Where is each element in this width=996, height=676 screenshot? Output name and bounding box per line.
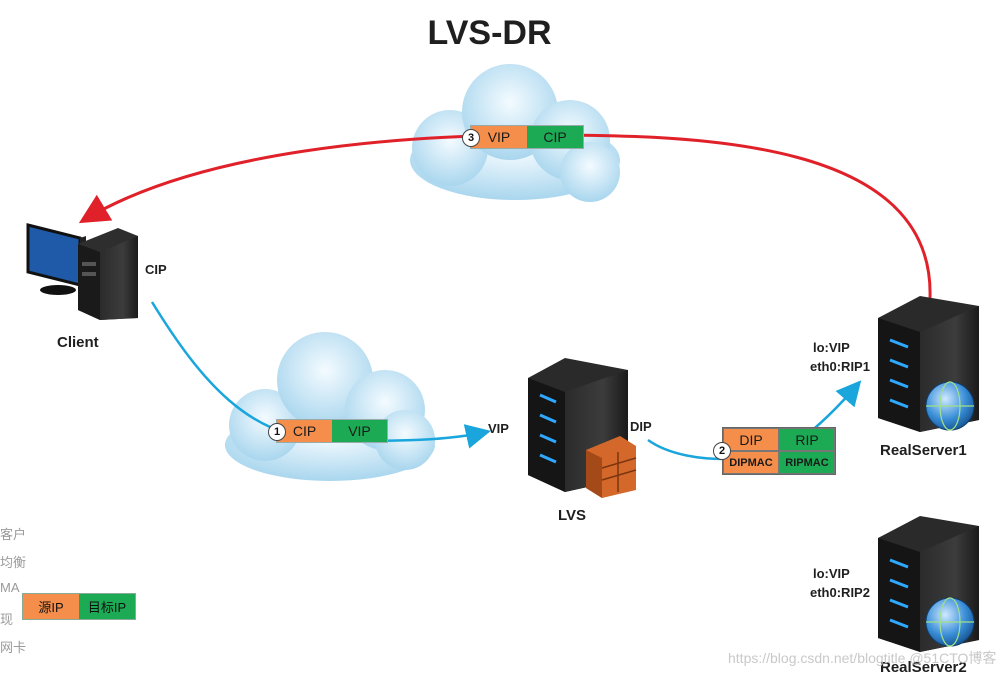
- client-label: Client: [57, 334, 99, 351]
- edge-text-4: 现: [0, 612, 14, 627]
- packet-1-dst: VIP: [332, 420, 387, 442]
- step-3-badge: 3: [462, 129, 480, 147]
- packet-3-src: VIP: [471, 126, 527, 148]
- packet-2-dst: RIP: [779, 428, 835, 451]
- client-ip-label: CIP: [145, 262, 167, 277]
- legend-dst: 目标IP: [79, 594, 135, 619]
- lvs-vip-label: VIP: [488, 421, 509, 436]
- packet-2-src: DIP: [723, 428, 779, 451]
- lvs-label: LVS: [558, 507, 587, 524]
- packet-3: VIP CIP: [470, 125, 584, 149]
- firewall-icon: [586, 436, 637, 498]
- legend: 源IP 目标IP: [22, 593, 136, 620]
- page-title: LVS-DR: [427, 14, 552, 52]
- realserver1-icon: [878, 296, 979, 432]
- rs1-lo-label: lo:VIP: [813, 340, 850, 355]
- edge-text-5: 网卡: [0, 640, 27, 655]
- packet-1-src: CIP: [277, 420, 332, 442]
- realserver2-label: RealServer2: [880, 659, 967, 676]
- edge-text-1: 客户: [0, 527, 27, 542]
- packet-2-dst-mac: RIPMAC: [779, 451, 835, 474]
- step-2-badge: 2: [713, 442, 731, 460]
- packet-2-src-mac: DIPMAC: [723, 451, 779, 474]
- packet-1: CIP VIP: [276, 419, 388, 443]
- legend-src: 源IP: [23, 594, 79, 619]
- client-computer-icon: [26, 223, 138, 320]
- packet-3-dst: CIP: [527, 126, 583, 148]
- edge-text-3: MA: [0, 580, 20, 595]
- rs1-eth0-label: eth0:RIP1: [810, 359, 870, 374]
- step-1-badge: 1: [268, 423, 286, 441]
- realserver1-label: RealServer1: [880, 442, 967, 459]
- lvs-dip-label: DIP: [630, 419, 652, 434]
- packet-2: DIP RIP DIPMAC RIPMAC: [722, 427, 836, 475]
- cloud-bottom: [225, 332, 435, 481]
- rs2-eth0-label: eth0:RIP2: [810, 585, 870, 600]
- realserver2-icon: [878, 516, 979, 652]
- edge-text-2: 均衡: [0, 555, 27, 570]
- watermark: https://blog.csdn.net/blogtitle @51CTO博客: [728, 650, 996, 666]
- rs2-lo-label: lo:VIP: [813, 566, 850, 581]
